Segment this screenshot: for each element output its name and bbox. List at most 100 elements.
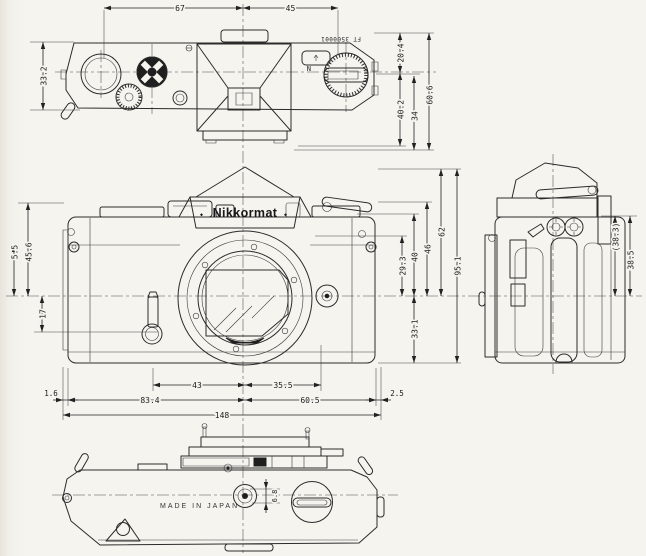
side-top-plate <box>497 198 597 217</box>
svg-text:67: 67 <box>175 4 185 13</box>
dim-83.4: 83.4 <box>68 394 245 406</box>
dim-40: 40 <box>409 214 421 296</box>
dim-29.3: 29.3 <box>397 236 409 296</box>
latch-tab <box>556 354 572 362</box>
dim-33.1: 33.1 <box>409 296 421 363</box>
serial-number: FT 3500001 <box>321 35 361 42</box>
svg-text:95.1: 95.1 <box>453 256 462 275</box>
dim-46: 46 <box>422 202 434 296</box>
dim-60.5: 60.5 <box>245 394 376 406</box>
shutter-dial-top <box>324 53 368 97</box>
dim-60.6: 60.6 <box>424 33 436 150</box>
brand-diamond-left: ◆ <box>200 212 203 218</box>
pentaprism-front <box>179 167 311 228</box>
bottom-body-outline <box>63 470 377 545</box>
tripod-socket <box>234 485 257 508</box>
lens-mount <box>178 231 312 365</box>
self-timer-lever <box>148 292 158 327</box>
chain-lines <box>6 4 642 553</box>
svg-text:20.4: 20.4 <box>396 43 405 62</box>
svg-text:34: 34 <box>410 111 419 121</box>
svg-text:(38.3): (38.3) <box>611 223 620 252</box>
front-view: Nikkormat ◆ ◆ <box>63 167 376 365</box>
shutter-curtain <box>226 338 264 343</box>
dim-20.4: 20.4 <box>395 33 407 73</box>
svg-text:1.6: 1.6 <box>44 389 58 398</box>
dim-(38.3): (38.3) <box>610 216 622 296</box>
svg-text:45.6: 45.6 <box>24 242 33 261</box>
dim-148: 148 <box>63 409 381 421</box>
side-view <box>479 163 625 363</box>
top-body-outline <box>66 43 374 110</box>
rewind-knob-top <box>81 54 121 94</box>
dim-43: 43 <box>153 379 245 391</box>
svg-text:43: 43 <box>192 381 202 390</box>
dim-40.2: 40.2 <box>395 73 407 146</box>
side-body <box>495 217 625 363</box>
flash-terminal-block <box>138 464 167 470</box>
svg-text:33.1: 33.1 <box>410 319 419 338</box>
lens-release-button <box>142 324 162 344</box>
dim-95.1: 95.1 <box>452 169 464 363</box>
dim-62: 62 <box>436 169 448 296</box>
mirror-box <box>206 270 288 343</box>
speed-ring-side <box>511 284 525 306</box>
lever-right <box>357 456 374 476</box>
svg-text:35.5: 35.5 <box>273 381 292 390</box>
dim-1.6: 1.6 <box>43 387 78 403</box>
svg-text:40: 40 <box>410 252 419 262</box>
dim-38.5: 38.5 <box>625 216 637 296</box>
brand-logo: Nikkormat <box>213 206 278 220</box>
dim-45: 45 <box>243 2 338 14</box>
svg-text:46: 46 <box>423 244 432 254</box>
pentaprism-side <box>512 163 597 198</box>
eyepiece-ring-side <box>598 196 611 244</box>
dim-67: 67 <box>104 2 243 14</box>
svg-text:29.3: 29.3 <box>398 256 407 275</box>
lug-side <box>489 235 496 242</box>
svg-text:45: 45 <box>286 4 296 13</box>
hinge-knuckle-1 <box>372 62 378 71</box>
hinge-knuckle-2 <box>372 86 378 95</box>
rewind-release-lever <box>74 452 90 473</box>
opening-key <box>106 519 140 541</box>
battery-cover <box>292 482 333 523</box>
self-timer-top <box>60 101 77 120</box>
svg-text:40.2: 40.2 <box>396 100 405 119</box>
knurled-dial-top <box>116 84 142 110</box>
strap-lugs-screws <box>68 229 377 253</box>
door-hinge <box>63 230 68 350</box>
dim-45.6: 45.6 <box>23 203 35 296</box>
made-in-japan-label: MADE IN JAPAN <box>160 503 239 510</box>
svg-text:38.5: 38.5 <box>626 250 635 269</box>
timer-lever-side <box>528 224 544 237</box>
svg-text:62: 62 <box>437 227 446 237</box>
hinge-pin-bottom <box>225 544 273 551</box>
dim-5.5: 5.5 <box>9 243 21 296</box>
dim-17: 17 <box>37 296 49 332</box>
svg-text:60.6: 60.6 <box>425 85 434 104</box>
front-body <box>68 217 375 363</box>
side-dial-knobs <box>547 218 583 236</box>
dim-35.5: 35.5 <box>245 379 321 391</box>
lug-bottom <box>63 494 72 503</box>
svg-text:6.8: 6.8 <box>271 490 279 503</box>
mount-stack-bottom <box>181 424 343 473</box>
svg-text:5.5: 5.5 <box>10 245 19 260</box>
eyepiece-top <box>221 30 268 42</box>
svg-text:17: 17 <box>38 309 47 319</box>
svg-text:83.4: 83.4 <box>140 396 159 405</box>
side-panel-2 <box>551 238 577 362</box>
asa-wheel-side <box>510 240 526 278</box>
side-panel-3 <box>584 243 602 357</box>
svg-text:148: 148 <box>215 411 230 420</box>
meter-window-badge <box>302 51 330 65</box>
brand-diamond-right: ◆ <box>284 212 287 218</box>
top-view: N FT 3500001 <box>60 30 378 143</box>
dim-6.8: 6.8 <box>263 479 280 513</box>
left-edge-tab <box>61 70 66 79</box>
sync-terminal <box>316 285 338 307</box>
